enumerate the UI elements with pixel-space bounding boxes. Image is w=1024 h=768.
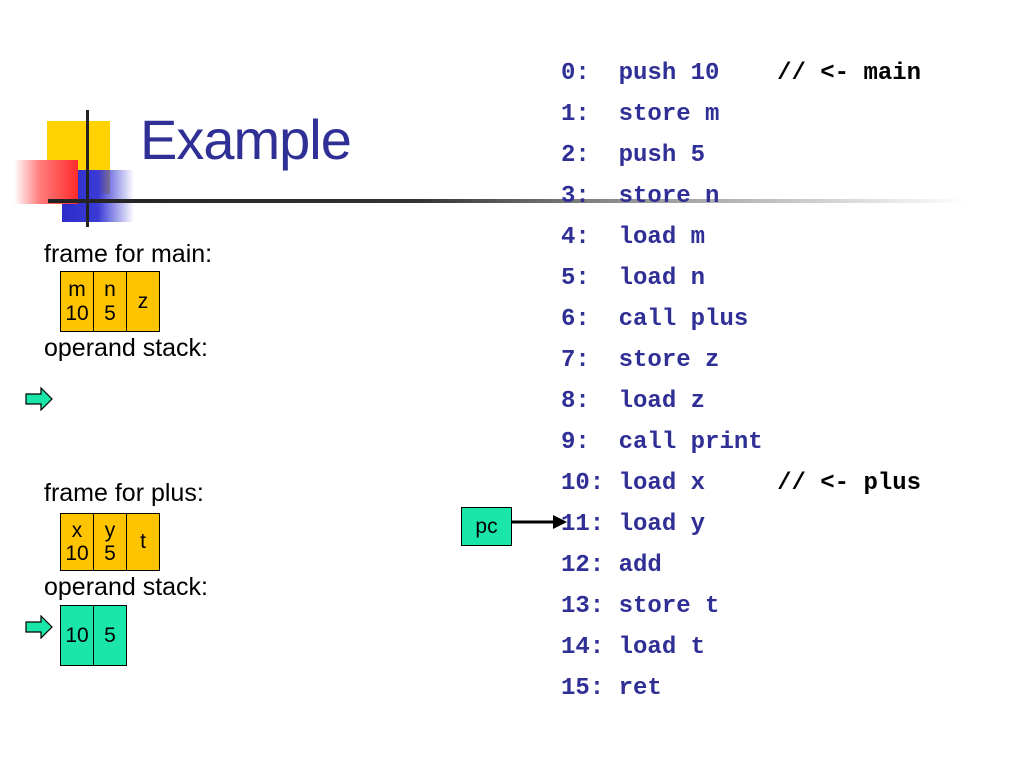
cell-value: 5 bbox=[104, 542, 116, 565]
code-line-index: 14: bbox=[561, 634, 605, 661]
code-line-instruction: push 10 bbox=[618, 60, 720, 87]
code-line-index: 9: bbox=[561, 429, 590, 456]
plus-frame-cell-x: x 10 bbox=[60, 513, 94, 571]
code-line-index: 11: bbox=[561, 511, 605, 538]
cell-name: t bbox=[140, 530, 146, 554]
cell-name: y bbox=[104, 518, 116, 542]
code-line-instruction: load m bbox=[618, 224, 706, 251]
code-line-index: 2: bbox=[561, 142, 590, 169]
cell-name: x bbox=[71, 518, 83, 542]
cell-value: 10 bbox=[65, 542, 89, 565]
code-line: 10: load x // <- plus bbox=[561, 470, 921, 511]
code-line-instruction: store n bbox=[618, 183, 720, 210]
cell-name: m bbox=[68, 278, 86, 302]
pc-box: pc bbox=[461, 507, 512, 546]
code-line-instruction: load t bbox=[618, 634, 706, 661]
code-line-index: 3: bbox=[561, 183, 590, 210]
code-line-index: 4: bbox=[561, 224, 590, 251]
code-line-index: 10: bbox=[561, 470, 605, 497]
plus-frame-label: frame for plus: bbox=[44, 479, 204, 507]
stack-cell: 5 bbox=[93, 605, 127, 666]
code-line-index: 12: bbox=[561, 552, 605, 579]
code-line-index: 1: bbox=[561, 101, 590, 128]
pc-pointer-arrow-icon bbox=[511, 515, 567, 529]
cell-value: 5 bbox=[104, 301, 116, 325]
code-line-index: 6: bbox=[561, 306, 590, 333]
code-line-instruction: load n bbox=[618, 265, 706, 292]
main-frame-cell-z: z bbox=[126, 271, 160, 332]
main-frame-label: frame for main: bbox=[44, 240, 213, 268]
code-line: 14: load t bbox=[561, 634, 921, 675]
code-line: 6: call plus bbox=[561, 306, 921, 347]
title-ornament-red-square bbox=[14, 160, 78, 204]
code-line: 0: push 10 // <- main bbox=[561, 60, 921, 101]
cell-name: n bbox=[104, 278, 116, 302]
pc-label: pc bbox=[475, 514, 498, 538]
code-line-comment: // <- plus bbox=[777, 470, 922, 497]
code-line-index: 5: bbox=[561, 265, 590, 292]
main-frame-cell-m: m 10 bbox=[60, 271, 94, 332]
code-line: 3: store n bbox=[561, 183, 921, 224]
code-line-index: 13: bbox=[561, 593, 605, 620]
plus-operand-stack-label: operand stack: bbox=[44, 573, 208, 601]
code-line: 7: store z bbox=[561, 347, 921, 388]
stack-cell: 10 bbox=[60, 605, 94, 666]
code-line-instruction: call plus bbox=[618, 306, 749, 333]
code-line-instruction: load x bbox=[618, 470, 706, 497]
code-line: 5: load n bbox=[561, 265, 921, 306]
main-operand-stack-label: operand stack: bbox=[44, 334, 208, 362]
plus-operand-stack: 10 5 bbox=[60, 605, 127, 666]
code-line: 9: call print bbox=[561, 429, 921, 470]
code-line-instruction: push 5 bbox=[618, 142, 706, 169]
code-line-instruction: store z bbox=[618, 347, 720, 374]
code-line-index: 15: bbox=[561, 675, 605, 702]
code-line-instruction: call print bbox=[618, 429, 763, 456]
code-line: 8: load z bbox=[561, 388, 921, 429]
code-line: 1: store m bbox=[561, 101, 921, 142]
plus-stack-pointer-arrow-icon bbox=[25, 615, 53, 639]
plus-frame-cell-t: t bbox=[126, 513, 160, 571]
code-line: 13: store t bbox=[561, 593, 921, 634]
code-line: 15: ret bbox=[561, 675, 921, 716]
plus-frame-cells: x 10 y 5 t bbox=[60, 513, 160, 571]
code-line-instruction: add bbox=[618, 552, 662, 579]
main-stack-pointer-arrow-icon bbox=[25, 387, 53, 411]
slide-title: Example bbox=[140, 108, 352, 171]
code-line-index: 7: bbox=[561, 347, 590, 374]
title-underline bbox=[48, 199, 968, 203]
code-line-comment: // <- main bbox=[777, 60, 922, 87]
code-line: 4: load m bbox=[561, 224, 921, 265]
code-line-instruction: load y bbox=[618, 511, 706, 538]
code-line-index: 8: bbox=[561, 388, 590, 415]
code-line: 11: load y bbox=[561, 511, 921, 552]
code-line: 2: push 5 bbox=[561, 142, 921, 183]
title-ornament-vertical-line bbox=[86, 110, 89, 227]
code-line-instruction: store m bbox=[618, 101, 720, 128]
code-line-instruction: ret bbox=[618, 675, 662, 702]
main-frame-cell-n: n 5 bbox=[93, 271, 127, 332]
plus-frame-cell-y: y 5 bbox=[93, 513, 127, 571]
cell-name: z bbox=[137, 289, 149, 313]
code-line-index: 0: bbox=[561, 60, 590, 87]
code-line: 12: add bbox=[561, 552, 921, 593]
code-line-instruction: load z bbox=[618, 388, 706, 415]
cell-value: 10 bbox=[65, 301, 89, 325]
main-frame-cells: m 10 n 5 z bbox=[60, 271, 160, 332]
code-line-instruction: store t bbox=[618, 593, 720, 620]
